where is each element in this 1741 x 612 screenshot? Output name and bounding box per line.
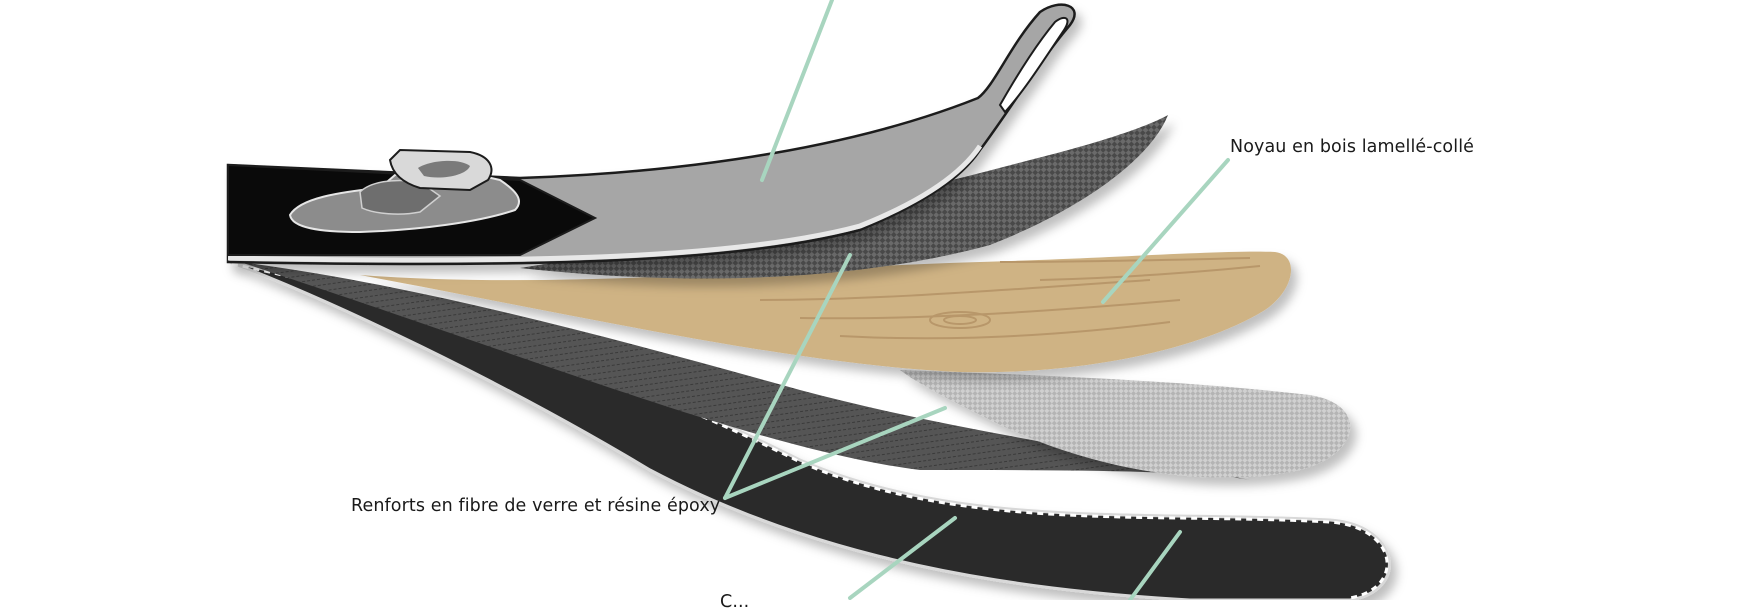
top-sheet-rim [227, 144, 983, 263]
wood-grain [759, 257, 1261, 340]
leader-lines [723, 0, 1230, 600]
wood-core-shape [360, 251, 1292, 373]
leader-line-fiberglass-lower [723, 406, 947, 500]
label-wood-core: Noyau en bois lamellé-collé [1230, 137, 1475, 157]
carbon-mesh-shape [520, 115, 1168, 279]
light-mesh-layer [900, 370, 1351, 478]
leader-line-top-sheet [760, 0, 834, 182]
label-cut-off: C... [720, 592, 750, 612]
carbon-mesh-layer [520, 115, 1168, 279]
fiberglass-lower-shape [240, 262, 1250, 480]
tip-loop-hole [998, 16, 1069, 114]
light-mesh-shape [900, 370, 1351, 478]
binding-zone [227, 148, 598, 256]
ski-binding-icon [288, 148, 520, 234]
leader-line-bottom-right [1128, 530, 1182, 600]
leader-line-bottom-left [848, 516, 957, 600]
wood-core-layer [360, 251, 1292, 373]
fiberglass-lower-layer [240, 262, 1250, 480]
leader-line-fiberglass-upper [723, 253, 852, 500]
leader-line-core [1101, 158, 1230, 304]
label-fiberglass-epoxy: Renforts en fibre de verre et résine épo… [351, 496, 721, 516]
